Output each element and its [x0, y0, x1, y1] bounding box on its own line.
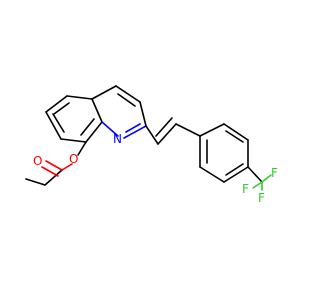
bond: [199, 123, 225, 137]
bond: [252, 181, 263, 189]
bond: [157, 123, 177, 145]
ester-oxygen-atom-label: O: [69, 152, 78, 166]
bond: [91, 98, 103, 123]
bond: [80, 118, 95, 136]
bond: [145, 125, 159, 145]
bond: [45, 160, 63, 171]
bond: [155, 117, 173, 137]
bond: [44, 169, 63, 186]
bond: [247, 166, 263, 183]
bond: [261, 174, 272, 183]
molecule-structure: N O O F F F: [25, 85, 278, 205]
bond: [52, 113, 65, 133]
bond: [175, 123, 201, 137]
bond: [45, 111, 62, 140]
bond: [45, 95, 68, 113]
bond: [225, 130, 244, 143]
bond: [101, 121, 119, 137]
nitrogen-atom-label: N: [113, 132, 122, 146]
bond: [53, 102, 70, 115]
fluorine-atom-label: F: [242, 182, 249, 196]
bond: [60, 138, 87, 143]
bond: [77, 141, 87, 156]
bond: [66, 95, 93, 100]
bond: [91, 85, 117, 100]
bond: [223, 123, 249, 141]
bond: [117, 93, 136, 107]
bond: [25, 178, 46, 186]
bond-layer: [25, 85, 272, 191]
bond: [115, 85, 141, 103]
bond: [123, 125, 147, 139]
atom-label-layer: N O O F F F: [33, 132, 278, 205]
bond: [139, 101, 147, 127]
fluorine-atom-label: F: [271, 166, 278, 180]
bond: [125, 123, 141, 133]
carbonyl-oxygen-atom-label: O: [33, 154, 42, 168]
bond: [85, 121, 103, 143]
bond: [199, 166, 225, 183]
bond: [223, 166, 249, 183]
bond: [41, 166, 59, 177]
bond: [61, 163, 73, 171]
bond: [225, 163, 244, 176]
fluorine-atom-label: F: [258, 191, 265, 205]
